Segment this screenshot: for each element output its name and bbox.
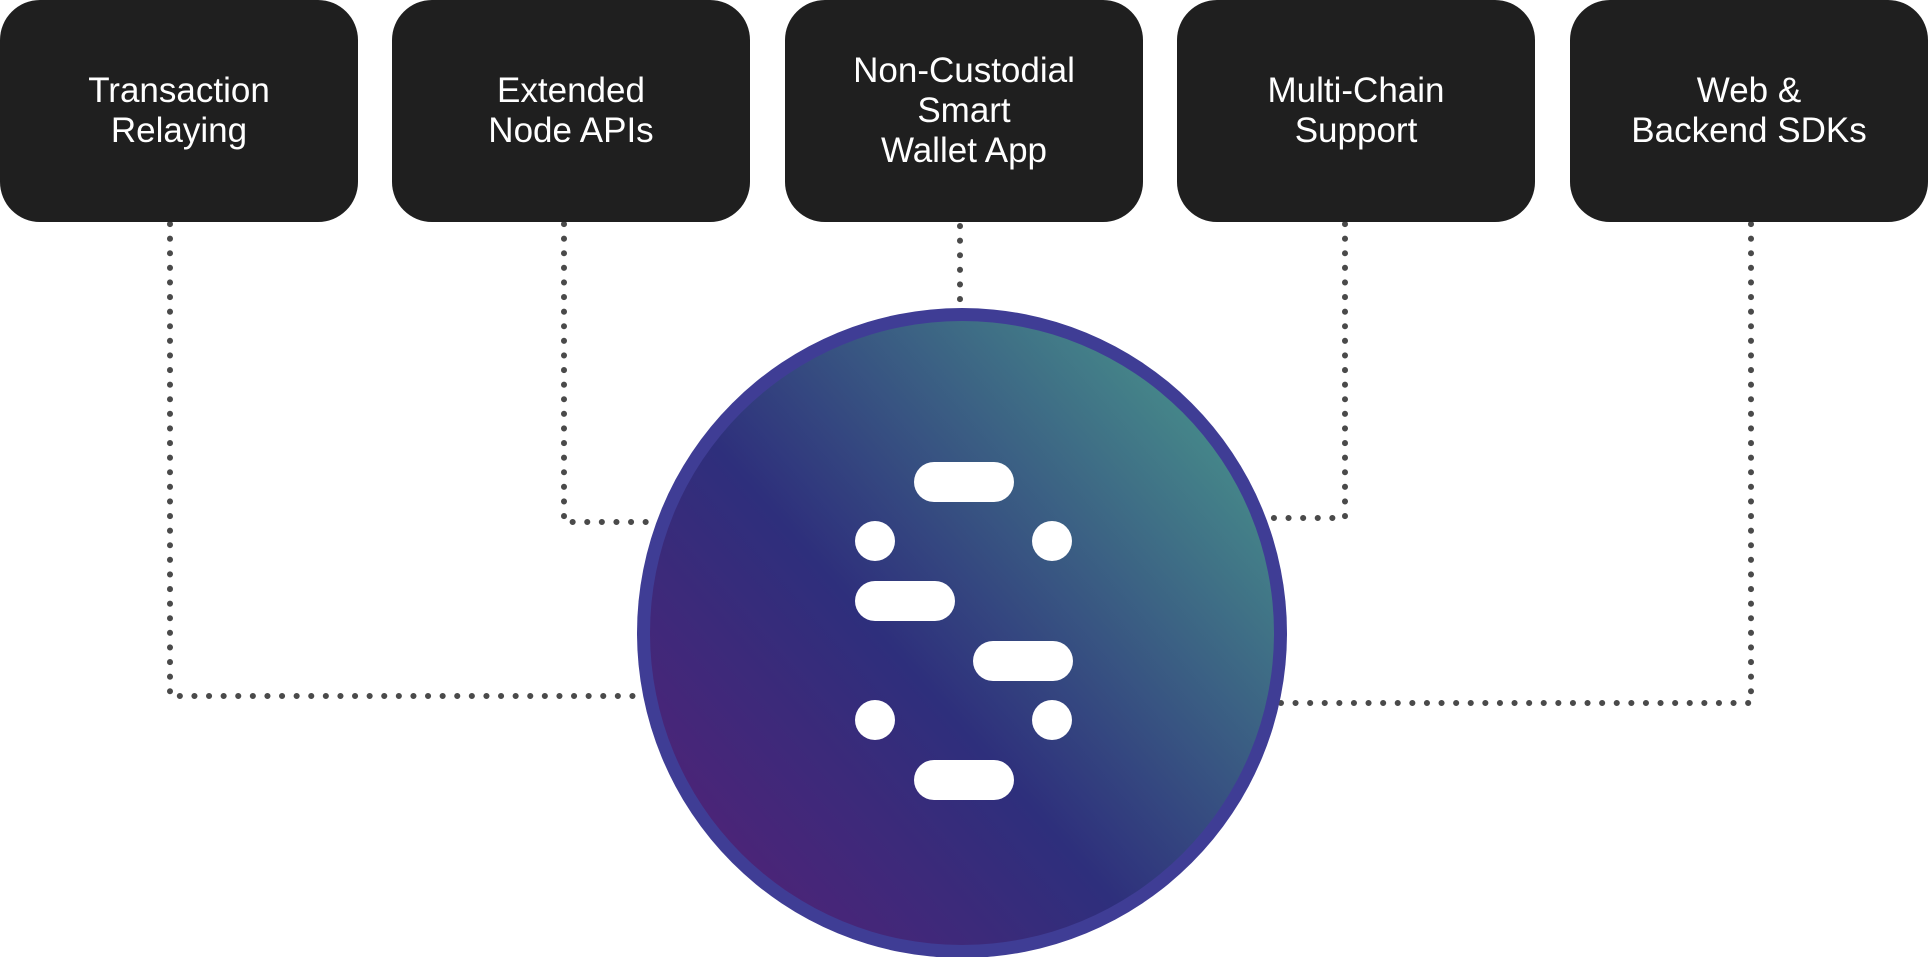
hub-circle xyxy=(637,308,1287,957)
connector-extended-node-apis xyxy=(561,221,653,525)
card-label: Non-Custodial Smart Wallet App xyxy=(853,51,1075,170)
card-multi-chain-support: Multi-Chain Support xyxy=(1177,0,1535,222)
connector-web-backend-sdks xyxy=(1277,221,1754,706)
card-smart-wallet-app: Non-Custodial Smart Wallet App xyxy=(785,0,1143,222)
card-label: Extended Node APIs xyxy=(488,71,654,150)
card-extended-node-apis: Extended Node APIs xyxy=(392,0,750,222)
connector-transaction-relaying xyxy=(167,221,653,699)
card-label: Web & Backend SDKs xyxy=(1631,71,1867,150)
brand-logo-icon xyxy=(855,462,1073,800)
card-web-backend-sdks: Web & Backend SDKs xyxy=(1570,0,1928,222)
card-label: Transaction Relaying xyxy=(88,71,270,150)
card-transaction-relaying: Transaction Relaying xyxy=(0,0,358,222)
connector-multi-chain-support xyxy=(1267,221,1348,521)
card-label: Multi-Chain Support xyxy=(1267,71,1445,150)
